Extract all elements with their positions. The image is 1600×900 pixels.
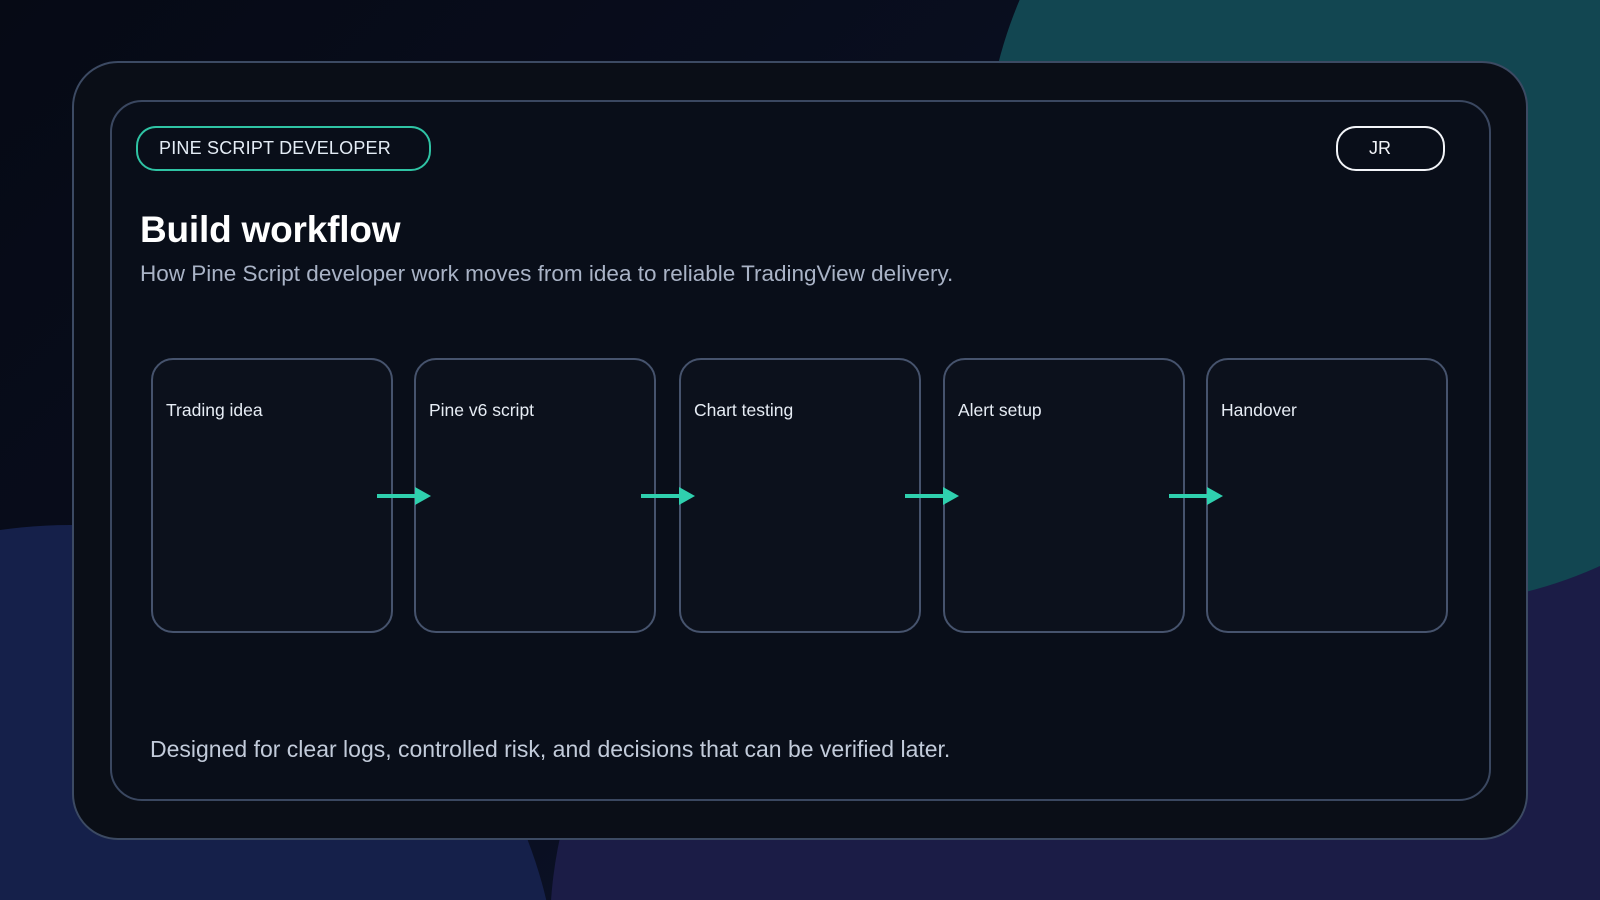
step-card-pine-script: Pine v6 script (414, 358, 656, 633)
arrow-right-icon (1169, 487, 1223, 505)
arrow-right-icon (377, 487, 431, 505)
step-label: Alert setup (958, 400, 1042, 420)
footer-note: Designed for clear logs, controlled risk… (150, 736, 951, 762)
step-label: Handover (1221, 400, 1297, 420)
step-card-chart-testing: Chart testing (679, 358, 921, 633)
page-title: Build workflow (140, 209, 401, 250)
step-card-trading-idea: Trading idea (151, 358, 393, 633)
workflow-steps: Trading idea Pine v6 script Chart testin… (151, 358, 1449, 633)
page-subtitle: How Pine Script developer work moves fro… (140, 261, 954, 286)
arrow-right-icon (905, 487, 959, 505)
role-badge: PINE SCRIPT DEVELOPER (136, 126, 431, 171)
arrow-right-icon (641, 487, 695, 505)
step-card-alert-setup: Alert setup (943, 358, 1185, 633)
step-card-handover: Handover (1206, 358, 1448, 633)
step-label: Chart testing (694, 400, 794, 420)
avatar-button[interactable]: JR (1336, 126, 1445, 171)
step-label: Pine v6 script (429, 400, 535, 420)
step-label: Trading idea (166, 400, 263, 420)
